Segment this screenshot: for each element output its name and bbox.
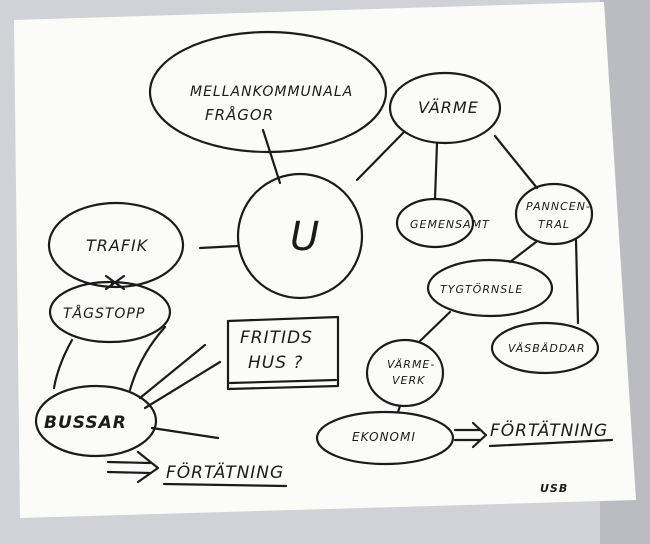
oval-center: [236, 172, 364, 300]
oval-mellankommunala: [148, 30, 388, 154]
line-center-varme: [355, 130, 406, 182]
line-bussar-fritidshus-2: [143, 360, 222, 410]
label-bussar: BUSSAR: [44, 413, 127, 433]
oval-varme: [388, 71, 502, 145]
oval-panncentral: [514, 182, 594, 246]
label-vasbaddar: VÄSBÄDDAR: [508, 342, 585, 355]
oval-tagstopp: [48, 280, 172, 344]
arrow-left: [106, 450, 160, 484]
underline-fortatning-left: [162, 482, 288, 488]
line-tygtomsle-varmeverk: [418, 310, 452, 343]
label-panncentral-1: PANNCEN-: [526, 200, 591, 213]
cross-mark: [104, 274, 126, 291]
line-trafik-center: [198, 244, 240, 250]
label-mellankommunala-2: FRÅGOR: [205, 105, 274, 124]
oval-varmeverk: [365, 338, 445, 408]
line-tagstopp-bussar-2: [128, 325, 167, 392]
label-mellankommunala-1: MELLANKOMMUNALA: [190, 84, 353, 100]
line-bussar-arrow: [150, 426, 220, 440]
label-center: U: [290, 214, 320, 260]
arrow-right: [453, 421, 488, 449]
line-bussar-fritidshus-1: [138, 343, 207, 400]
label-gemensamt: GEMENSAMT: [410, 218, 490, 231]
oval-bussar: [34, 384, 158, 458]
label-varme: VÄRME: [418, 98, 479, 117]
oval-vasbaddar: [490, 321, 600, 375]
oval-ekonomi: [315, 410, 455, 466]
diagram-labels: MELLANKOMMUNALA FRÅGOR VÄRME U GEMENSAMT…: [44, 84, 608, 495]
diagram-strokes: [34, 30, 614, 488]
line-varme-gemensamt: [433, 141, 439, 201]
line-panncentral-tygtomsle: [508, 240, 538, 264]
line-varme-panncentral: [493, 134, 539, 190]
label-fritidshus-1: FRITIDS: [240, 328, 313, 348]
label-ekonomi: EKONOMI: [352, 430, 416, 444]
oval-trafik: [47, 201, 185, 289]
paper-sheet: [14, 2, 636, 518]
label-varmeverk-1: VÄRME-: [387, 358, 435, 371]
underline-fortatning-right: [488, 438, 614, 448]
label-fritidshus-2: HUS ?: [248, 353, 303, 373]
line-center-mellankommunala: [261, 128, 282, 185]
line-varmeverk-ekonomi: [396, 404, 402, 414]
box-fritidshus-underline: [228, 378, 338, 385]
box-fritidshus: [226, 315, 340, 391]
label-tygtomsle: TYGTÖRNSLE: [440, 283, 523, 296]
label-tagstopp: TÅGSTOPP: [63, 305, 145, 322]
line-panncentral-vasbaddar: [574, 238, 580, 325]
label-panncentral-2: TRAL: [538, 218, 570, 231]
oval-tygtomsle: [426, 258, 554, 318]
label-fortatning-left: FÖRTÄTNING: [166, 461, 284, 483]
line-tagstopp-bussar: [52, 338, 74, 390]
label-trafik: TRAFIK: [86, 236, 149, 255]
label-varmeverk-2: VERK: [392, 374, 425, 387]
label-fortatning-right: FÖRTÄTNING: [490, 419, 608, 441]
signature: USB: [540, 482, 568, 495]
